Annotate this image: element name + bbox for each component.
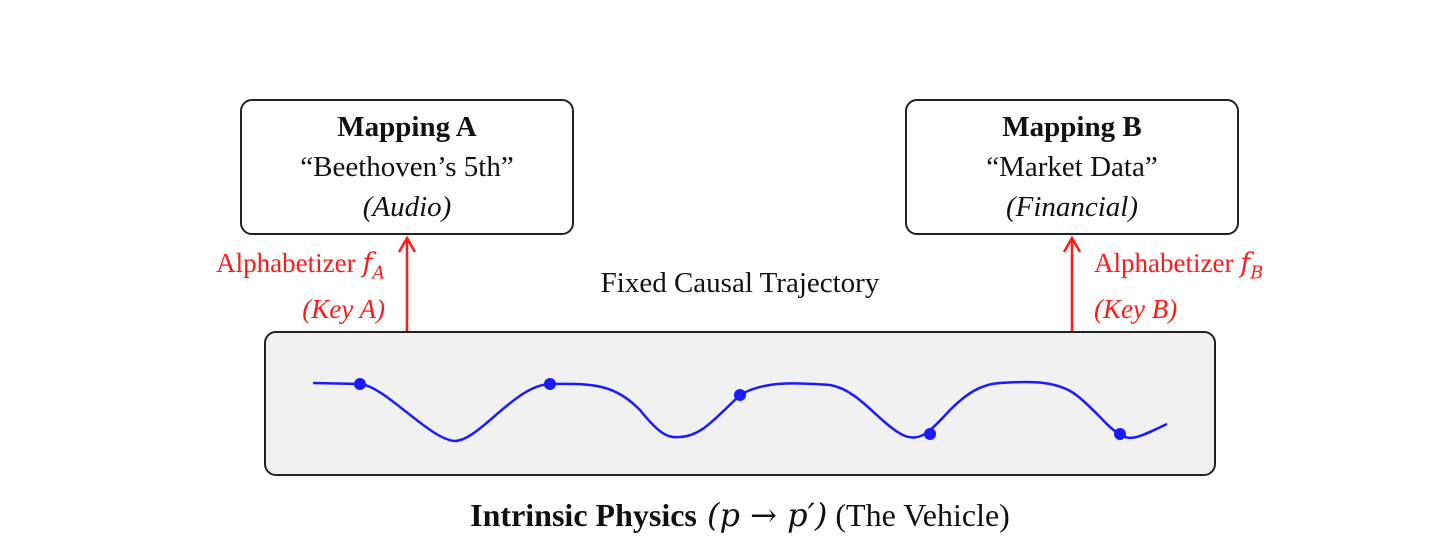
trajectory-point-5: [1114, 428, 1126, 440]
trajectory-point-3: [734, 389, 746, 401]
alphabetizer-b-subscript: B: [1250, 263, 1264, 284]
arrow-a-head: [397, 235, 417, 253]
mapping-b-sub: (Financial): [1005, 191, 1139, 223]
alphabetizer-a-fn: f: [362, 248, 373, 279]
alphabetizer-b-text: Alphabetizer: [1094, 248, 1241, 278]
caption-bold: Intrinsic Physics: [470, 497, 697, 533]
caption: Intrinsic Physics (p → p′) (The Vehicle): [0, 494, 1438, 536]
mapping-b-box: Mapping B “Market Data” (Financial): [905, 99, 1239, 235]
mapping-a-line: “Beethoven’s 5th”: [300, 151, 514, 183]
mapping-b-line: “Market Data”: [986, 151, 1158, 183]
trajectory-point-1: [354, 378, 366, 390]
alphabetizer-a-text: Alphabetizer: [216, 248, 363, 278]
trajectory-label: Fixed Causal Trajectory: [600, 267, 880, 299]
arrow-b-head: [1062, 235, 1082, 253]
alphabetizer-a-subscript: A: [372, 263, 385, 284]
mapping-b-title: Mapping B: [1002, 111, 1142, 143]
alphabetizer-b-key: (Key B): [1094, 294, 1178, 325]
intrinsic-physics-box: [264, 331, 1216, 476]
trajectory-point-2: [544, 378, 556, 390]
mapping-a-sub: (Audio): [362, 191, 452, 223]
alphabetizer-a-key: (Key A): [302, 294, 385, 325]
caption-rest: (The Vehicle): [827, 497, 1010, 533]
mapping-a-title: Mapping A: [337, 111, 477, 143]
mapping-a-box: Mapping A “Beethoven’s 5th” (Audio): [240, 99, 574, 235]
alphabetizer-b-label: Alphabetizer fB (Key B): [1094, 245, 1314, 327]
trajectory-curve: [312, 380, 1168, 443]
trajectory-point-4: [924, 428, 936, 440]
alphabetizer-b-fn: f: [1240, 248, 1251, 279]
caption-math: (p → p′): [696, 496, 828, 534]
alphabetizer-a-label: Alphabetizer fA (Key A): [180, 245, 385, 327]
